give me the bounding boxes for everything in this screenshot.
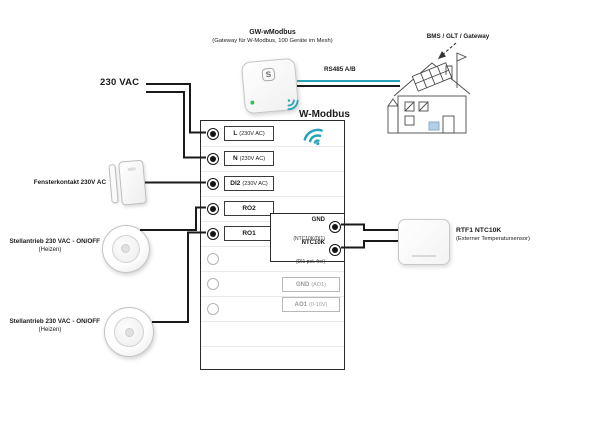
terminal-detail: (230V AC) (239, 155, 266, 162)
terminal-name: AO1 (294, 301, 307, 308)
terminal-row-empty (207, 246, 219, 271)
sensor-subtitle: (Externer Temperatursensor) (456, 236, 530, 243)
temp-sensor-vent (412, 255, 436, 257)
window-contact-label: Fensterkontakt 230V AC (33, 179, 106, 186)
actuator2-label: Stellantrieb 230 VAC - ON/OFF (Heizen) (0, 318, 100, 334)
row-separator (201, 171, 344, 172)
terminal-dot-unused (207, 302, 219, 315)
actuator-knob (111, 234, 141, 264)
wire-actuator2 (152, 231, 206, 323)
terminal-name: RO2 (242, 205, 256, 212)
terminal-row-empty (207, 271, 219, 296)
window-contact-led (127, 167, 136, 172)
terminal-row-di2: DI2(230V AC) (207, 171, 274, 196)
sensor-terminals-box: GND (NTC10K/DI1) NTC10K (DI1 pot. frei) (270, 213, 345, 264)
terminal-name: N (232, 155, 238, 162)
terminal-row-gnd: GND (NTC10K/DI1) (274, 215, 341, 241)
terminal-dot-n (207, 152, 219, 165)
terminal-name: RO1 (242, 230, 256, 237)
terminal-name: L (233, 130, 238, 137)
terminal-name: DI2 (230, 180, 241, 187)
rs485-label: RS485 A/B (324, 66, 356, 73)
wmodbus-wifi-icon (303, 128, 323, 146)
gateway-wifi-icon (287, 99, 299, 111)
terminal-name: GND (295, 281, 310, 288)
actuator-device-2 (104, 307, 154, 357)
terminal-label-di2: DI2(230V AC) (224, 176, 274, 191)
window-contact-body (118, 159, 147, 206)
terminal-detail: (NTC10K/DI1) (293, 235, 325, 242)
terminal-row-ro1: RO1 (207, 221, 274, 246)
terminal-detail: (DI1 pot. frei) (295, 258, 325, 265)
actuator-hub (124, 327, 134, 337)
gateway-device: S (240, 57, 300, 115)
terminal-dot-ro2 (207, 202, 219, 215)
wire-power-n (146, 91, 206, 159)
gateway-title: GW-wModbus (249, 29, 296, 36)
actuator2-label-sub: (Heizen) (38, 326, 62, 333)
wire-sensor-ntc (341, 240, 398, 249)
terminal-label-n: N(230V AC) (224, 151, 274, 166)
terminal-label-gnd: GND (NTC10K/DI1) (293, 208, 325, 245)
controller-terminal-block: L(230V AC) N(230V AC) DI2(230V AC) RO2 R… (200, 120, 345, 370)
bms-label: BMS / GLT / Gateway (426, 33, 490, 40)
row-separator (201, 346, 344, 347)
actuator1-label-main: Stellantrieb 230 VAC - ON/OFF (9, 238, 100, 245)
terminal-label-ntc10k: NTC10K (DI1 pot. frei) (296, 231, 325, 268)
sensor-title: RTF1 NTC10K (456, 227, 502, 234)
row-separator (201, 321, 344, 322)
terminal-dot-gnd (329, 220, 341, 233)
terminal-dot-unused (207, 252, 219, 265)
row-separator (201, 271, 344, 272)
terminal-detail: (230V AC) (239, 130, 265, 137)
terminal-dot-ntc10k (329, 243, 341, 256)
wmodbus-label: W-Modbus (299, 109, 350, 120)
terminal-dot-unused (207, 277, 219, 290)
window-contact-magnet (108, 164, 119, 204)
solar-panel-icon (411, 62, 453, 92)
wire-actuator1 (140, 206, 206, 231)
terminal-detail: (230V AC) (242, 180, 268, 187)
terminal-row-l: L(230V AC) (207, 121, 274, 146)
terminal-dot-ro1 (207, 227, 219, 240)
row-separator (201, 196, 344, 197)
terminal-name: NTC10K (301, 240, 325, 247)
sauter-logo: S (261, 67, 276, 82)
terminal-row-empty (207, 296, 219, 321)
actuator2-label-main: Stellantrieb 230 VAC - ON/OFF (9, 318, 100, 325)
gateway-subtitle: (Gateway für W-Modbus, 100 Geräte im Mes… (212, 38, 333, 44)
actuator1-label: Stellantrieb 230 VAC - ON/OFF (Heizen) (0, 238, 100, 254)
building-illustration (387, 52, 471, 134)
row-separator (201, 146, 344, 147)
wire-sensor-gnd (341, 223, 398, 231)
terminal-label-ro2: RO2 (224, 201, 274, 216)
terminal-label-gnd-ao1: GND(AO1) (282, 277, 340, 292)
actuator-hub (121, 244, 131, 254)
actuator1-label-sub: (Heizen) (38, 246, 62, 253)
terminal-dot-di2 (207, 177, 219, 190)
terminal-label-l: L(230V AC) (224, 126, 274, 141)
window-contact-device (108, 159, 148, 207)
terminal-row-ro2: RO2 (207, 196, 274, 221)
temp-sensor-device (398, 219, 450, 265)
power-label: 230 VAC (100, 77, 140, 88)
terminal-label-ro1: RO1 (224, 226, 274, 241)
terminal-name: GND (311, 217, 325, 224)
terminal-dot-l (207, 127, 219, 140)
terminal-row-n: N(230V AC) (207, 146, 274, 171)
actuator-knob (114, 317, 144, 347)
terminal-detail: (AO1) (311, 281, 326, 288)
actuator-device-1 (102, 225, 150, 273)
terminal-row-ntc10k: NTC10K (DI1 pot. frei) (274, 238, 341, 264)
row-separator (201, 296, 344, 297)
terminal-label-ao1: AO1(0-10V) (282, 297, 340, 312)
sensor-label: RTF1 NTC10K (Externer Temperatursensor) (456, 227, 530, 244)
wire-power-l (146, 83, 206, 134)
terminal-detail: (0-10V) (309, 301, 328, 308)
